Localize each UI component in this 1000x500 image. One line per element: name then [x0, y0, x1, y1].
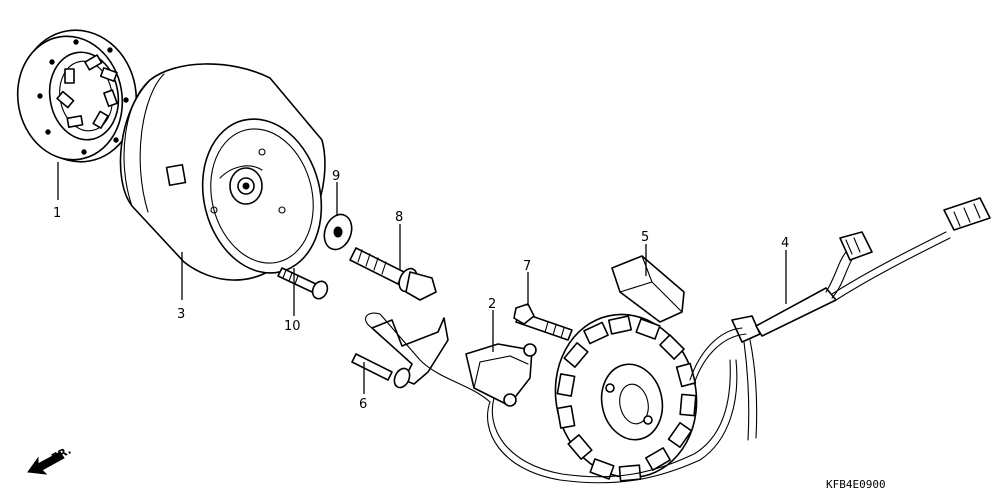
leader-lines — [57, 162, 787, 394]
callout-numbers: 1 2 3 4 5 6 7 8 9 10 — [53, 169, 789, 412]
clutch-bolt-holes — [37, 39, 129, 155]
starter-clutch-ring — [16, 29, 138, 163]
front-direction-indicator: FR. — [27, 444, 73, 475]
callout-2: 2 — [488, 297, 496, 312]
callout-1: 1 — [53, 206, 61, 221]
front-label: FR. — [49, 444, 73, 465]
callout-10: 10 — [284, 319, 301, 334]
stator-poles — [556, 315, 697, 482]
callout-5: 5 — [641, 230, 649, 245]
bolt-7 — [513, 303, 573, 341]
wire-harness — [486, 197, 991, 484]
stator-coil — [554, 313, 698, 482]
callout-4: 4 — [781, 236, 789, 251]
bolt-10 — [277, 267, 329, 300]
callout-9: 9 — [332, 169, 340, 184]
pulser-bracket-assembly — [351, 312, 537, 407]
callout-6: 6 — [359, 397, 367, 412]
front-arrow-icon — [27, 451, 65, 475]
callout-3: 3 — [177, 307, 185, 322]
wire-clamp — [611, 255, 685, 323]
flange-bolt — [349, 247, 437, 301]
callout-7: 7 — [523, 259, 531, 274]
washer — [323, 213, 353, 251]
diagram-code: KFB4E0900 — [826, 478, 886, 491]
clutch-rollers — [56, 54, 118, 129]
flywheel-rotor — [119, 63, 326, 281]
callout-8: 8 — [395, 210, 403, 225]
